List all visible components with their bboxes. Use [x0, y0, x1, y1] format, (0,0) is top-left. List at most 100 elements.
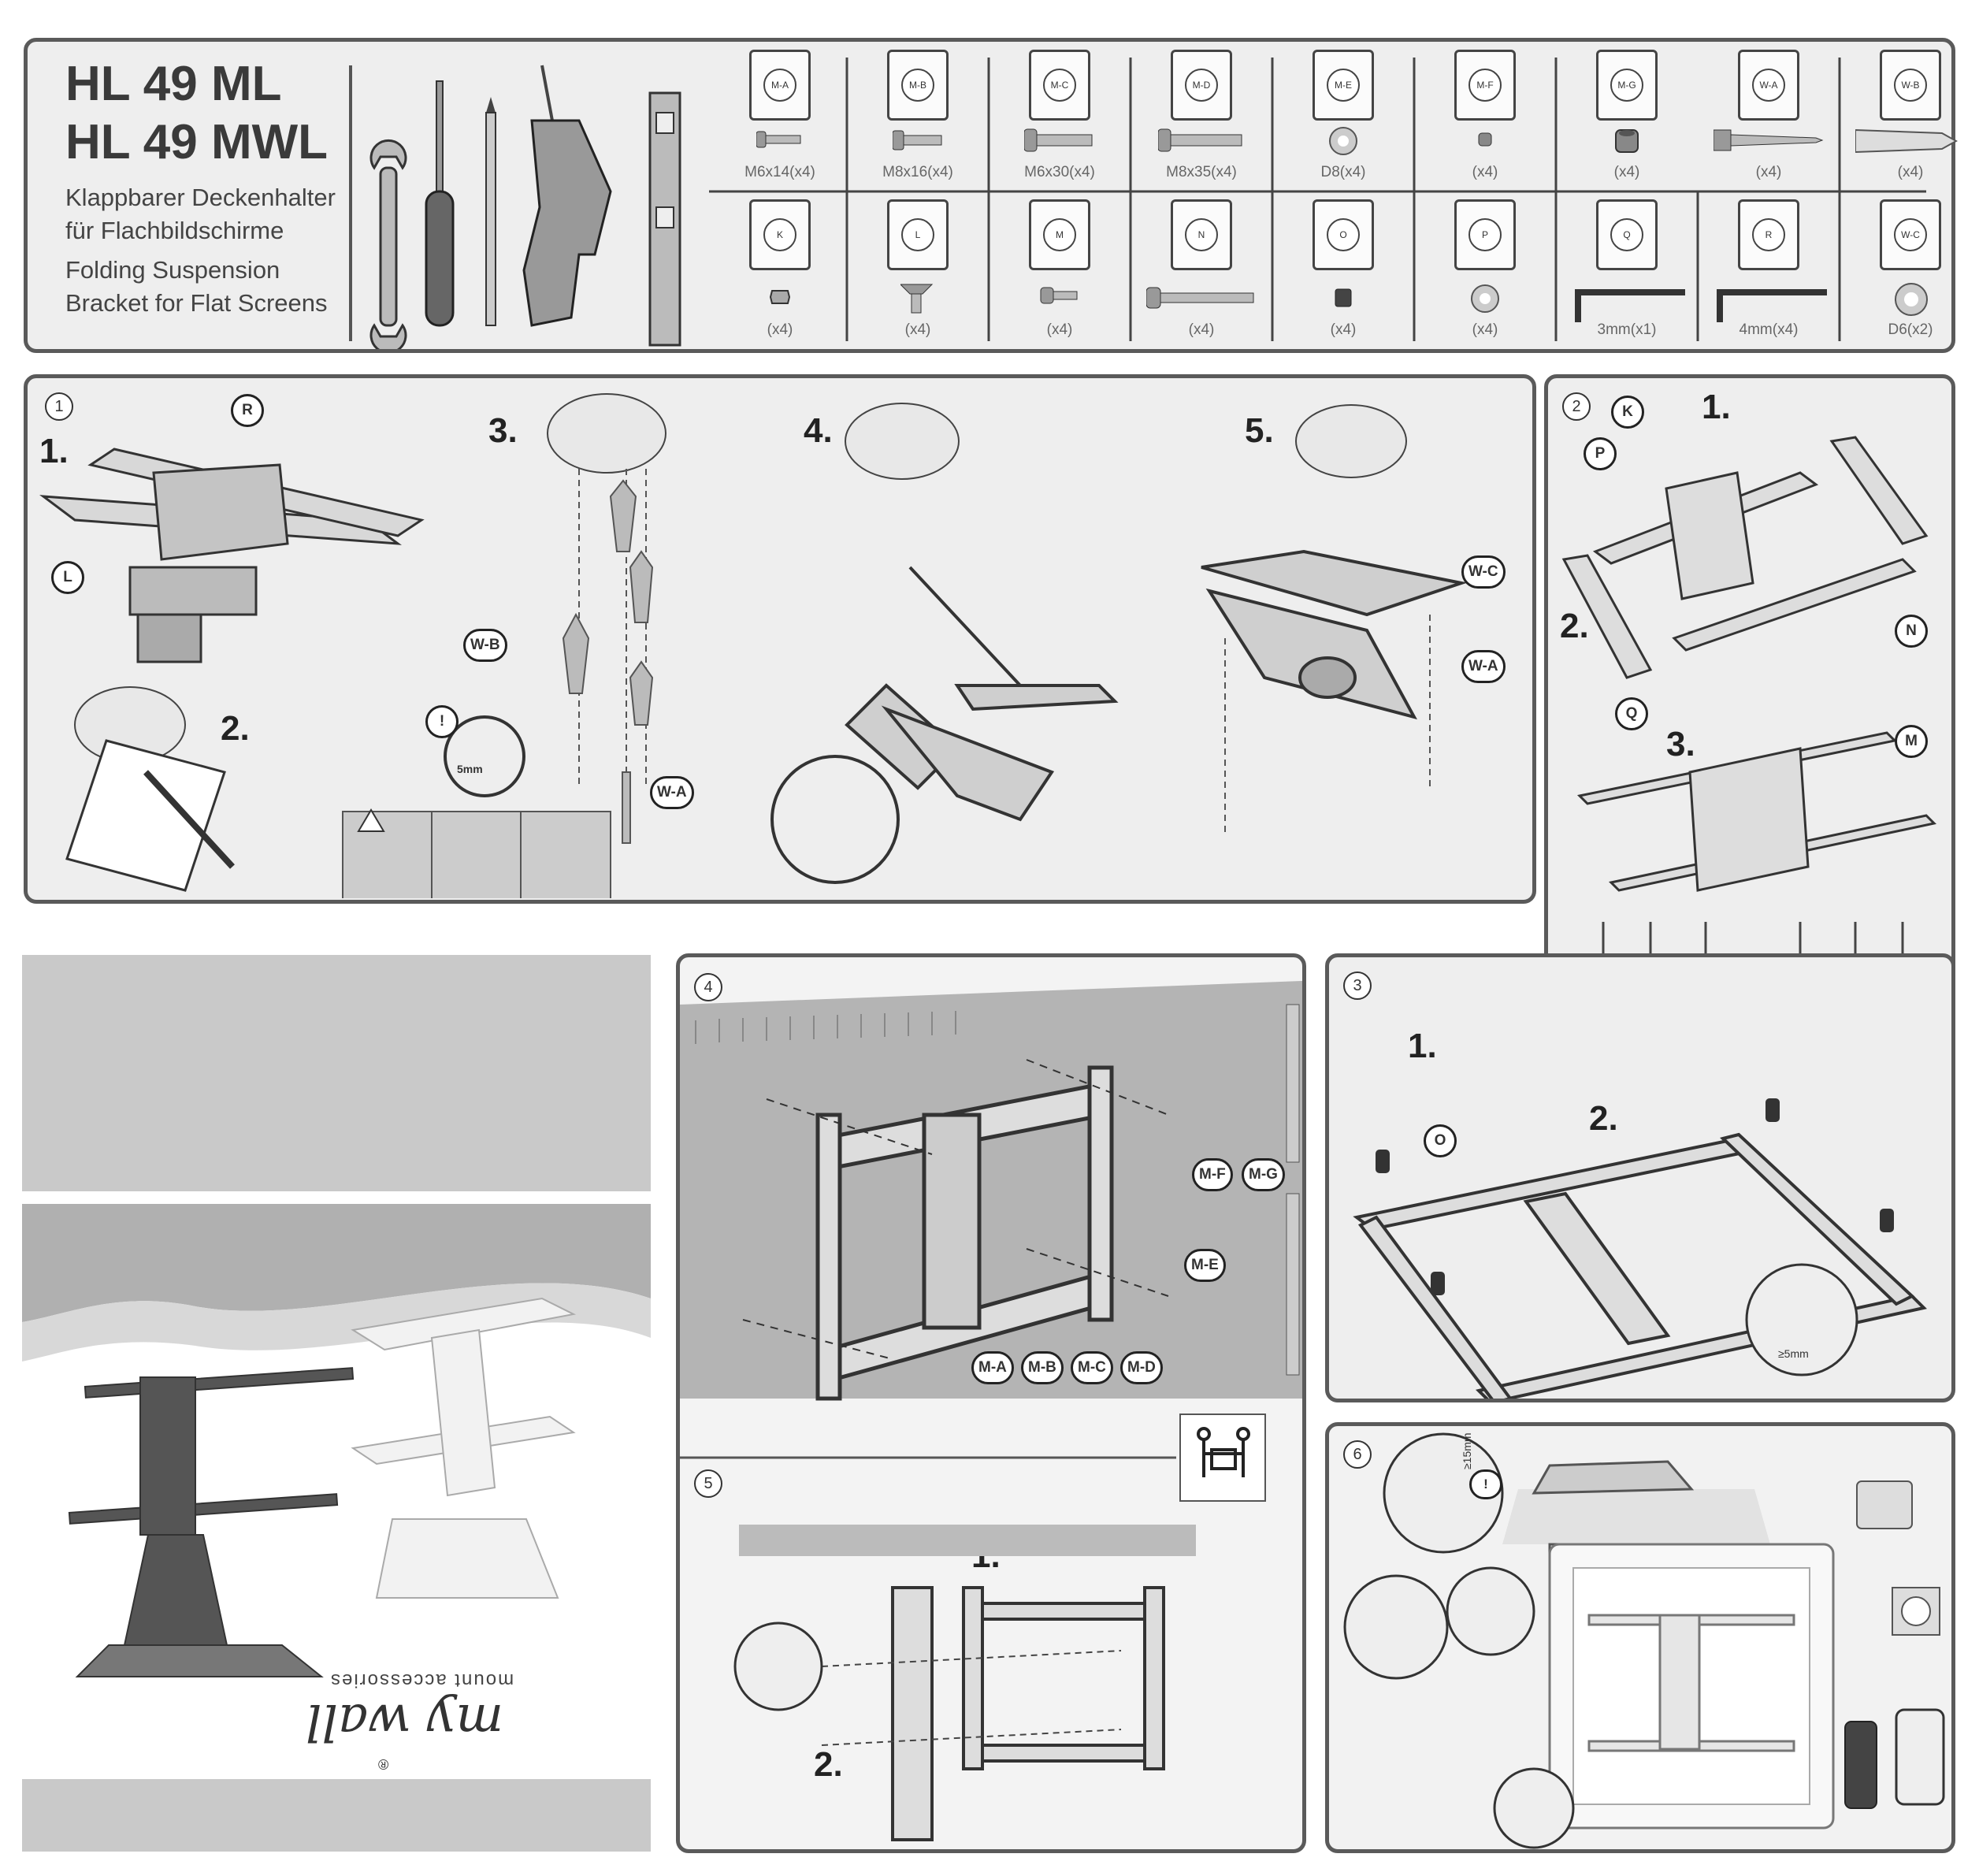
step-label: 4. [804, 411, 833, 450]
model-title-2: HL 49 MWL [65, 115, 328, 169]
part-w-a: W-A (x4) [1698, 50, 1840, 191]
long-screw-icon [1146, 287, 1254, 309]
step-label: 3. [1666, 725, 1695, 763]
part-r: R 4mm(x4) [1698, 199, 1840, 349]
step-label: 1. [39, 432, 69, 470]
screw-icon [1024, 128, 1093, 152]
gap-label: ≥5mm [1778, 1347, 1809, 1360]
panel1-illustrations [39, 393, 1468, 898]
allen-key-icon [1717, 289, 1827, 322]
cover-top-block [22, 955, 651, 1191]
bag-icon: K [749, 199, 811, 270]
callout-k: K [1611, 396, 1644, 429]
callout-q: Q [1615, 697, 1648, 730]
bag-icon: M-G [1596, 50, 1658, 121]
washer-icon [1329, 127, 1357, 155]
bag-icon: Q [1596, 199, 1658, 270]
bag-icon: O [1313, 199, 1374, 270]
callout-m-g: M-G [1242, 1158, 1285, 1191]
bag-icon: P [1454, 199, 1516, 270]
spacer-icon [1478, 132, 1492, 147]
panel-number-5: 5 [694, 1469, 722, 1498]
part-p: P (x4) [1414, 199, 1556, 349]
washer-icon [1895, 283, 1928, 316]
callout-r: R [231, 394, 264, 427]
countersunk-screw-icon [900, 284, 934, 314]
step-panel-4-5: 4 5 1. 2. [676, 953, 1306, 1853]
screwdriver-icon [425, 80, 455, 327]
bag-icon: M-C [1029, 50, 1090, 121]
callout-l: L [51, 561, 84, 594]
part-w-b: W-B (x4) [1840, 50, 1979, 191]
wall-plug-icon [1855, 128, 1958, 154]
part-m-g: M-G (x4) [1556, 50, 1698, 191]
part-m-a: M-A M6x14(x4) [709, 50, 851, 191]
subtitle-en-1: Folding Suspension [65, 256, 280, 284]
bag-icon: M-B [887, 50, 949, 121]
warning-mark: ! [425, 705, 459, 738]
part-m-f: M-F (x4) [1414, 50, 1556, 191]
warning-mark: ! [1469, 1469, 1502, 1499]
step-label: 2. [1589, 1099, 1618, 1138]
brand-logo: my wall [306, 1692, 504, 1751]
panel4-5-illustrations [680, 981, 1302, 1841]
step-label: 2. [814, 1745, 843, 1784]
step-panel-3: 3 1. 2. O ≥5mm [1325, 953, 1955, 1402]
part-q: Q 3mm(x1) [1556, 199, 1698, 349]
panel-number: 3 [1343, 971, 1372, 1000]
step-label: 2. [221, 709, 250, 748]
bag-icon: W-B [1880, 50, 1941, 121]
cover-wave [22, 1204, 651, 1677]
callout-m-d: M-D [1120, 1351, 1163, 1384]
bag-icon: W-C [1880, 199, 1941, 270]
part-m-b: M-B M8x16(x4) [847, 50, 989, 191]
bag-icon: M-A [749, 50, 811, 121]
bag-icon: M [1029, 199, 1090, 270]
callout-w-b: W-B [463, 629, 507, 662]
part-m-d: M-D M8x35(x4) [1131, 50, 1272, 191]
brand-tagline: mount accessories [329, 1670, 514, 1691]
panel-number: 2 [1562, 392, 1591, 421]
bag-icon: M-E [1313, 50, 1374, 121]
panel6-illustrations [1343, 1432, 1945, 1849]
step-panel-1: 1 1. 2. 3. 4. 5. [24, 374, 1536, 904]
part-k: K (x4) [709, 199, 851, 349]
screw-icon [756, 131, 801, 148]
part-l: L (x4) [847, 199, 989, 349]
part-o: O (x4) [1272, 199, 1414, 349]
part-m-c: M-C M6x30(x4) [989, 50, 1131, 191]
header-panel: HL 49 ML HL 49 MWL Klappbarer Deckenhalt… [24, 38, 1958, 353]
spirit-level-icon [648, 91, 681, 347]
callout-w-c: W-C [1461, 555, 1506, 589]
subtitle-de-1: Klappbarer Deckenhalter [65, 184, 336, 211]
hex-screw-icon [1040, 287, 1078, 304]
bag-icon: W-A [1738, 50, 1799, 121]
callout-w-a: W-A [650, 776, 694, 809]
step-label: 3. [488, 411, 518, 450]
screw-icon [1158, 128, 1242, 152]
nut-icon [769, 290, 791, 304]
set-screw-icon [1335, 288, 1352, 307]
step-panel-6: 6 ≥15mm ! [1325, 1422, 1955, 1853]
cover-main: my wall mount accessories ® [22, 1204, 651, 1779]
allen-key-icon [1575, 289, 1685, 322]
callout-m: M [1895, 725, 1928, 758]
callout-m-f: M-F [1192, 1158, 1233, 1191]
wrench-icon [369, 139, 407, 349]
step-label: 1. [1408, 1027, 1437, 1065]
panel-number: 6 [1343, 1440, 1372, 1469]
cover-bottom-block [22, 1779, 651, 1852]
screw-icon [893, 130, 942, 150]
callout-w-a-2: W-A [1461, 650, 1506, 683]
tools-illustration [349, 65, 681, 349]
registered-mark: ® [378, 1756, 389, 1772]
bag-icon: L [887, 199, 949, 270]
bag-icon: N [1171, 199, 1232, 270]
step-label: 2. [1560, 607, 1589, 645]
spacer-icon [1615, 129, 1639, 153]
wood-screw-icon [1714, 129, 1824, 151]
callout-m-a: M-A [971, 1351, 1014, 1384]
bag-icon: M-D [1171, 50, 1232, 121]
callout-n: N [1895, 615, 1928, 648]
drill-icon [522, 65, 612, 327]
